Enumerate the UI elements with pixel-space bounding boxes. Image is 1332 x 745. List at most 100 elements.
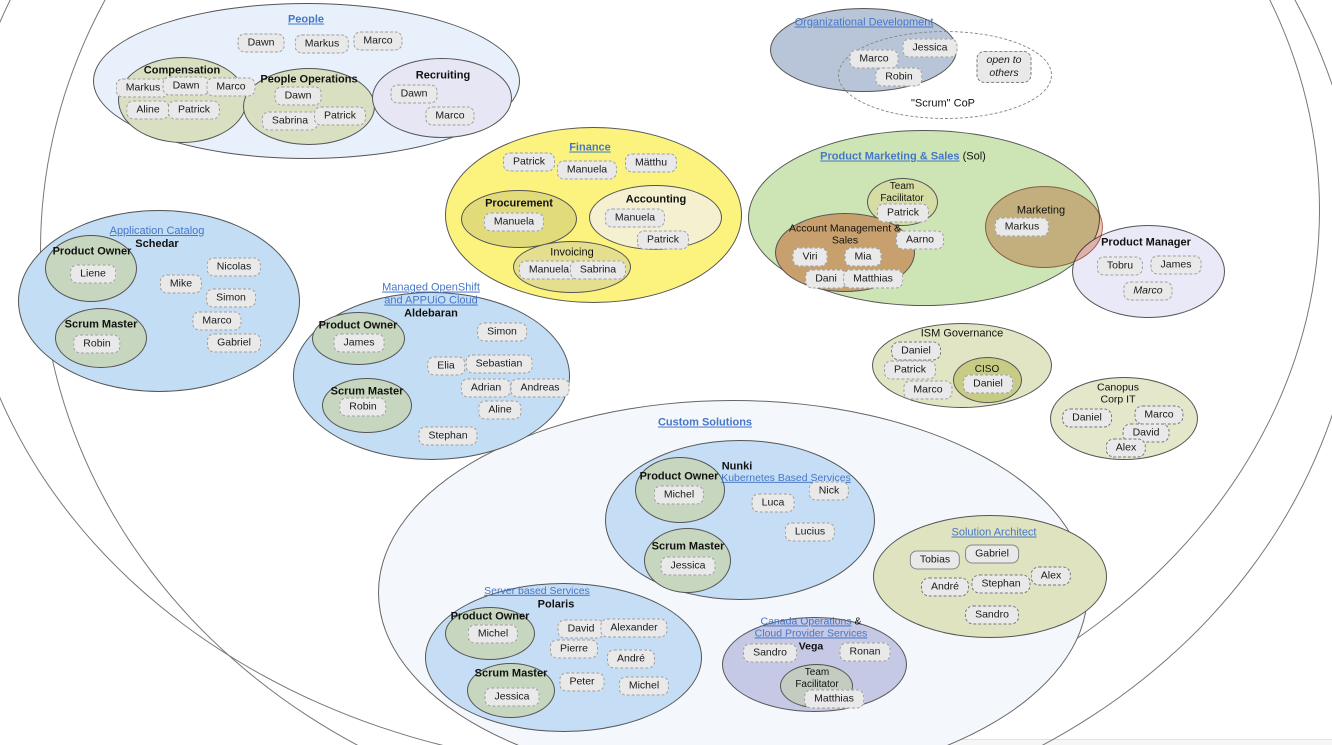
nunki-chip-lucius[interactable]: Lucius [784, 522, 836, 542]
vega-title[interactable]: Canada Operations &Cloud Provider Servic… [755, 615, 868, 652]
aldebaran-product-owner-chip-james[interactable]: James [333, 333, 385, 353]
server-based-services-link[interactable]: Server based Services [484, 584, 590, 597]
schedar-scrum-master-ellipse[interactable] [55, 308, 147, 368]
solution-architect-chip-gabriel[interactable]: Gabriel [965, 544, 1019, 564]
organizational-development-title[interactable]: Organizational Development [795, 17, 934, 30]
vega-team-facilitator-chip-matthias[interactable]: Matthias [804, 689, 864, 709]
solution-architect-chip-stephan[interactable]: Stephan [971, 574, 1031, 594]
finance-chip-manuela[interactable]: Manuela [556, 160, 618, 180]
nunki-chip-luca[interactable]: Luca [751, 493, 795, 513]
invoicing-chip-manuela[interactable]: Manuela [518, 260, 580, 280]
canopus-corp-it-chip-alex[interactable]: Alex [1105, 438, 1147, 458]
organizational-development-chip-robin[interactable]: Robin [875, 67, 923, 87]
people-chip-dawn[interactable]: Dawn [237, 33, 285, 53]
aldebaran-scrum-master-chip-robin[interactable]: Robin [339, 397, 387, 417]
organizational-development-chip-jessica[interactable]: Jessica [902, 38, 958, 58]
vega-chip-sandro[interactable]: Sandro [743, 643, 797, 663]
solution-architect-chip-andr[interactable]: André [920, 577, 970, 597]
custom-solutions-link[interactable]: Custom Solutions [657, 416, 753, 429]
aldebaran-chip-aline[interactable]: Aline [478, 400, 522, 420]
nunki-link[interactable]: Kubernetes Based Services [721, 472, 851, 484]
product-manager-chip-james[interactable]: James [1150, 255, 1202, 275]
polaris-link[interactable]: Server based Services [484, 585, 590, 597]
account-management-sales-chip-dani[interactable]: Dani [805, 269, 847, 289]
polaris-chip-peter[interactable]: Peter [559, 672, 605, 692]
schedar-product-owner-chip-liene[interactable]: Liene [70, 264, 116, 284]
scrum-cop-ellipse[interactable] [838, 31, 1052, 119]
finance-title[interactable]: Finance [569, 142, 611, 155]
custom-solutions-title[interactable]: Custom Solutions [658, 417, 752, 430]
account-management-sales-chip-matthias[interactable]: Matthias [843, 269, 903, 289]
people-title[interactable]: People [288, 14, 324, 27]
finance-chip-patrick[interactable]: Patrick [502, 152, 556, 172]
people-chip-markus[interactable]: Markus [294, 34, 350, 54]
aldebaran-chip-andreas[interactable]: Andreas [510, 378, 570, 398]
ism-governance-chip-patrick[interactable]: Patrick [883, 360, 937, 380]
people-operations-chip-dawn[interactable]: Dawn [274, 86, 322, 106]
nunki-scrum-master-chip-jessica[interactable]: Jessica [660, 556, 716, 576]
account-management-sales-chip-mia[interactable]: Mia [844, 247, 882, 267]
schedar-chip-marco[interactable]: Marco [192, 311, 242, 331]
product-marketing-sales-title[interactable]: Product Marketing & Sales (Sol) [820, 151, 986, 164]
finance-link[interactable]: Finance [569, 141, 611, 154]
compensation-ellipse[interactable] [118, 57, 247, 143]
accounting-chip-patrick[interactable]: Patrick [636, 230, 690, 250]
people-operations-chip-patrick[interactable]: Patrick [313, 106, 367, 126]
kubernetes-based-services-link[interactable]: Kubernetes Based Services [721, 471, 851, 484]
solution-architect-chip-tobias[interactable]: Tobias [909, 550, 961, 570]
managed-openshift-link[interactable]: Managed OpenShift [382, 281, 480, 294]
product-marketing-sales-chip-aarno[interactable]: Aarno [895, 230, 945, 250]
polaris-chip-pierre[interactable]: Pierre [549, 639, 599, 659]
account-management-sales-chip-viri[interactable]: Viri [792, 247, 828, 267]
marketing-chip-markus[interactable]: Markus [994, 217, 1050, 237]
schedar-chip-nicolas[interactable]: Nicolas [206, 257, 262, 277]
aldebaran-chip-sebastian[interactable]: Sebastian [465, 354, 533, 374]
compensation-chip-aline[interactable]: Aline [126, 100, 170, 120]
solution-architect-title[interactable]: Solution Architect [952, 527, 1037, 540]
organizational-development-link[interactable]: Organizational Development [794, 16, 934, 29]
canopus-corp-it-chip-marco[interactable]: Marco [1134, 405, 1184, 425]
ism-governance-chip-daniel[interactable]: Daniel [891, 341, 941, 361]
schedar-chip-simon[interactable]: Simon [206, 288, 256, 308]
application-catalog-link[interactable]: Application Catalog [109, 225, 205, 238]
aldebaran-chip-elia[interactable]: Elia [427, 356, 465, 376]
polaris-scrum-master-chip-jessica[interactable]: Jessica [484, 687, 540, 707]
polaris-chip-michel[interactable]: Michel [618, 676, 670, 696]
canada-operations-link[interactable]: Canada Operations [760, 615, 852, 628]
polaris-chip-david[interactable]: David [557, 619, 605, 639]
people-link[interactable]: People [287, 13, 325, 26]
solution-architect-chip-alex[interactable]: Alex [1030, 566, 1072, 586]
compensation-chip-patrick[interactable]: Patrick [167, 100, 221, 120]
ism-governance-chip-marco[interactable]: Marco [903, 380, 953, 400]
accounting-chip-manuela[interactable]: Manuela [604, 208, 666, 228]
schedar-chip-gabriel[interactable]: Gabriel [207, 333, 261, 353]
solution-architect-chip-sandro[interactable]: Sandro [965, 605, 1019, 625]
polaris-chip-andr[interactable]: André [606, 649, 656, 669]
product-manager-chip-marco[interactable]: Marco [1123, 281, 1173, 301]
aldebaran-chip-adrian[interactable]: Adrian [460, 378, 512, 398]
recruiting-chip-dawn[interactable]: Dawn [390, 84, 438, 104]
invoicing-chip-sabrina[interactable]: Sabrina [569, 260, 627, 280]
solution-architect-link[interactable]: Solution Architect [951, 526, 1037, 539]
schedar-chip-mike[interactable]: Mike [159, 274, 203, 294]
procurement-ellipse[interactable] [461, 190, 577, 248]
polaris-product-owner-chip-michel[interactable]: Michel [467, 624, 519, 644]
nunki-product-owner-chip-michel[interactable]: Michel [653, 485, 705, 505]
people-operations-chip-sabrina[interactable]: Sabrina [261, 111, 319, 131]
cloud-provider-services-link[interactable]: Cloud Provider Services [754, 627, 868, 640]
team-facilitator-sol-chip-patrick[interactable]: Patrick [876, 203, 930, 223]
vega-chip-ronan[interactable]: Ronan [839, 642, 891, 662]
nunki-chip-nick[interactable]: Nick [808, 481, 850, 501]
recruiting-chip-marco[interactable]: Marco [425, 106, 475, 126]
compensation-chip-dawn[interactable]: Dawn [162, 76, 210, 96]
aldebaran-chip-stephan[interactable]: Stephan [418, 426, 478, 446]
organizational-development-chip-marco[interactable]: Marco [849, 49, 899, 69]
ciso-chip-daniel[interactable]: Daniel [963, 374, 1013, 394]
polaris-chip-alexander[interactable]: Alexander [600, 618, 668, 638]
compensation-chip-marco[interactable]: Marco [206, 77, 256, 97]
people-chip-marco[interactable]: Marco [353, 31, 403, 51]
and-appuio-cloud-link[interactable]: and APPUiO Cloud [384, 294, 478, 307]
canopus-corp-it-chip-daniel[interactable]: Daniel [1062, 408, 1112, 428]
